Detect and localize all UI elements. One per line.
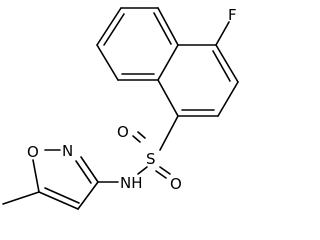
double-bond [153,12,172,45]
bond [157,79,179,117]
structure-canvas: F O S O NH O N [2,6,239,210]
bond-s-o-top [137,131,146,139]
atom-oxygen-bottom: O [170,175,182,193]
bond [38,191,79,210]
naphthalene-left-ring [96,7,179,81]
bond [80,156,99,183]
bond-s-o-bottom [159,166,171,175]
atom-fluorine: F [228,6,237,24]
atom-sulfur: S [146,150,156,168]
bond [217,81,239,117]
naphthalene-right-ring [157,44,239,117]
double-bond [75,160,92,184]
bond-s-n [137,166,148,175]
bond-methyl [2,191,40,205]
double-bond [103,13,125,46]
double-bond [44,187,80,204]
molecule-diagram: F O S O NH O N [2,6,239,210]
atom-amine: NH [120,174,143,192]
bond [77,181,99,210]
atom-oxygen-top: O [117,123,129,141]
bond [32,159,40,193]
double-bond [212,50,231,82]
bond [215,44,239,83]
isoxazole-ring [32,149,99,210]
bond-s-o-top [132,135,141,143]
bond-c-f [215,21,230,46]
bond-c-s [159,115,179,151]
atom-isoxazole-oxygen: O [27,143,39,161]
bond [96,7,122,46]
bond [157,44,179,81]
bond [96,44,119,81]
atom-isoxazole-nitrogen: N [62,142,73,160]
bond [157,7,179,46]
bond-s-o-bottom [155,170,167,179]
